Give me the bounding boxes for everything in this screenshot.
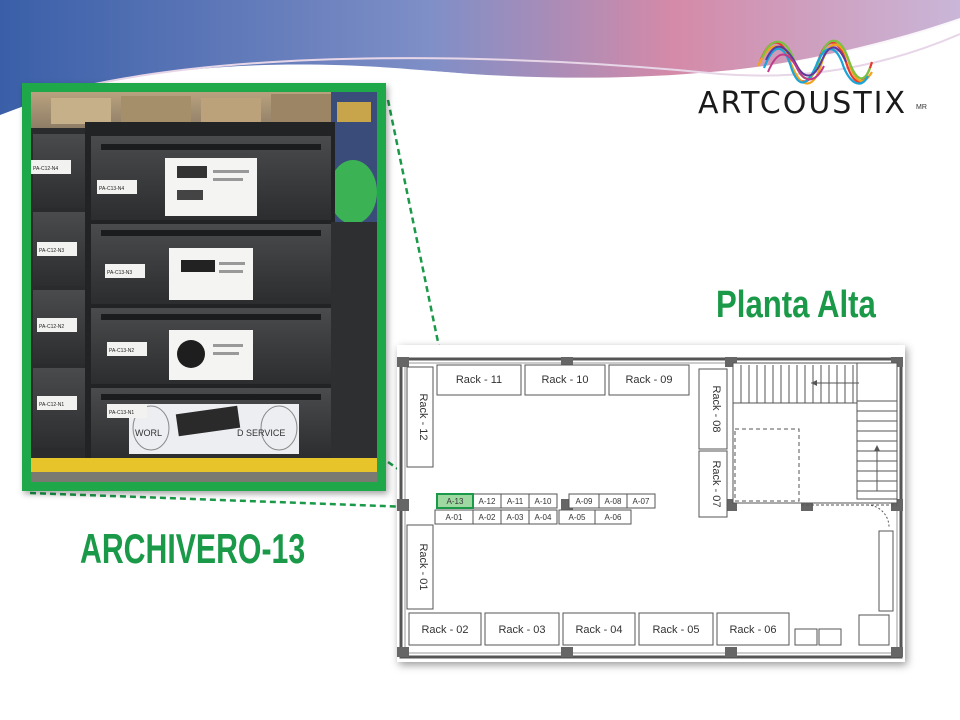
rack-02-label: Rack - 02 (421, 624, 468, 636)
brand-logo-icon (757, 39, 874, 85)
floor-title: Planta Alta (716, 284, 876, 326)
floor-plan-drawing: Rack - 11 Rack - 10 Rack - 09 Rack - 12 … (397, 357, 903, 659)
cabinet-a-04: A-04 (535, 513, 552, 522)
cabinet-a-09: A-09 (576, 497, 593, 506)
rack-01-label: Rack - 01 (417, 543, 429, 590)
floor-plan: Rack - 11 Rack - 10 Rack - 09 Rack - 12 … (397, 345, 905, 662)
rack-03-label: Rack - 03 (498, 624, 545, 636)
tag-pa-c12-n3: PA-C12-N3 (39, 248, 64, 254)
tag-pa-c12-n2: PA-C12-N2 (39, 324, 64, 330)
cabinet-photo-illustration: WORL D SERVICE PA-C12-N4 PA-C12-N3 PA-C1… (31, 92, 377, 482)
tag-pa-c13-n4: PA-C13-N4 (99, 186, 124, 192)
cabinet-a-02: A-02 (479, 513, 496, 522)
rack-10-label: Rack - 10 (541, 374, 588, 386)
cabinet-title: ARCHIVERO-13 (80, 525, 306, 572)
stair-arrow-up-icon (874, 445, 880, 451)
tag-pa-c13-n1: PA-C13-N1 (109, 410, 134, 416)
poster-text-left: WORL (135, 428, 162, 438)
brand-mark: MR (916, 104, 927, 111)
cabinet-photo: WORL D SERVICE PA-C12-N4 PA-C12-N3 PA-C1… (31, 92, 377, 482)
highlighted-cabinet-a-13 (436, 493, 474, 509)
stair-arrow-icon (811, 380, 817, 386)
poster-text-right: D SERVICE (237, 428, 285, 438)
brand-name: ARTCOUSTIX (698, 86, 908, 121)
tag-pa-c13-n2: PA-C13-N2 (109, 348, 134, 354)
rack-07-label: Rack - 07 (710, 460, 722, 507)
cabinet-a-11: A-11 (507, 497, 524, 506)
rack-05-label: Rack - 05 (652, 624, 699, 636)
cabinet-a-03: A-03 (507, 513, 524, 522)
cabinet-a-12: A-12 (479, 497, 496, 506)
cabinet-photo-frame: WORL D SERVICE PA-C12-N4 PA-C12-N3 PA-C1… (22, 83, 386, 491)
rack-12-label: Rack - 12 (417, 393, 429, 440)
tag-pa-c13-n3: PA-C13-N3 (107, 270, 132, 276)
cabinet-a-05: A-05 (569, 513, 586, 522)
rack-04-label: Rack - 04 (575, 624, 622, 636)
tag-pa-c12-n1: PA-C12-N1 (39, 402, 64, 408)
cabinet-a-10: A-10 (535, 497, 552, 506)
cabinet-a-08: A-08 (605, 497, 622, 506)
cabinet-a-13: A-13 (447, 497, 464, 506)
header-swoosh (0, 0, 960, 128)
rack-06-label: Rack - 06 (729, 624, 776, 636)
rack-09-label: Rack - 09 (625, 374, 672, 386)
tag-pa-c12-n4: PA-C12-N4 (33, 166, 58, 172)
rack-11-label: Rack - 11 (456, 374, 502, 386)
rack-08-label: Rack - 08 (710, 385, 722, 432)
cabinet-a-01: A-01 (446, 513, 463, 522)
cabinet-a-07: A-07 (633, 497, 650, 506)
cabinet-a-06: A-06 (605, 513, 622, 522)
